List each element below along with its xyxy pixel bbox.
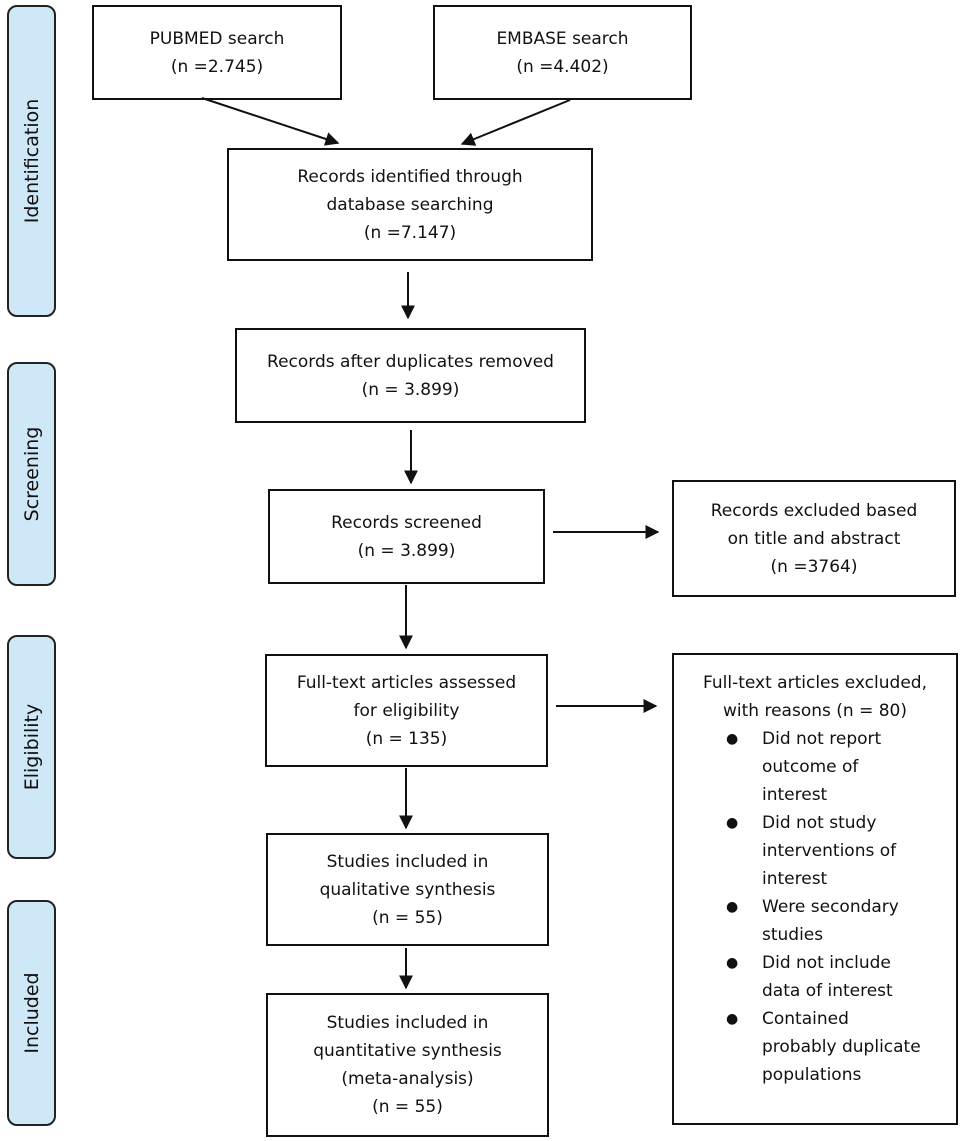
records-identified-line2: database searching	[326, 194, 494, 215]
duplicates-removed-count: (n = 3.899)	[361, 379, 460, 400]
reason-line: Did not study	[762, 813, 877, 833]
exclusion-reason-item: ● Did not report outcome of interest	[674, 725, 956, 809]
records-identified-box: Records identified through database sear…	[227, 148, 593, 261]
fulltext-assessed-line2: for eligibility	[353, 700, 460, 721]
exclusion-reason-item: ● Were secondary studies	[674, 893, 956, 949]
records-screened-label: Records screened	[331, 512, 482, 533]
qualitative-synthesis-line2: qualitative synthesis	[319, 879, 496, 900]
records-excluded-count: (n =3764)	[770, 556, 858, 577]
pubmed-search-label: PUBMED search	[149, 28, 285, 49]
embase-search-label: EMBASE search	[496, 28, 629, 49]
records-screened-box: Records screened (n = 3.899)	[268, 489, 545, 584]
fulltext-excluded-box: Full-text articles excluded, with reason…	[672, 653, 958, 1125]
bullet-icon: ●	[726, 1011, 739, 1027]
exclusion-reason-item: ● Contained probably duplicate populatio…	[674, 1005, 956, 1089]
reason-line: outcome of	[762, 757, 859, 777]
reason-line: interventions of	[762, 841, 897, 861]
stage-screening: Screening	[7, 362, 56, 586]
stage-identification: Identification	[7, 5, 56, 317]
records-identified-count: (n =7.147)	[363, 222, 457, 243]
duplicates-removed-box: Records after duplicates removed (n = 3.…	[235, 328, 586, 423]
fulltext-excluded-reasons-header: with reasons (n = 80)	[723, 701, 907, 721]
fulltext-assessed-box: Full-text articles assessed for eligibil…	[265, 654, 548, 767]
fulltext-assessed-count: (n = 135)	[365, 728, 448, 749]
bullet-icon: ●	[726, 731, 739, 747]
quantitative-synthesis-line2: quantitative synthesis	[313, 1041, 502, 1061]
reason-line: Did not report	[762, 729, 882, 749]
bullet-icon: ●	[726, 815, 739, 831]
reason-line: Did not include	[762, 953, 891, 973]
records-screened-count: (n = 3.899)	[357, 540, 456, 561]
records-excluded-box: Records excluded based on title and abst…	[672, 480, 956, 597]
qualitative-synthesis-count: (n = 55)	[372, 907, 443, 928]
arrow-pubmed-to-identified	[201, 97, 340, 146]
quantitative-synthesis-line3: (meta-analysis)	[341, 1069, 474, 1089]
reason-line: studies	[762, 925, 824, 945]
embase-search-count: (n =4.402)	[516, 56, 609, 77]
records-identified-line1: Records identified through	[297, 166, 523, 187]
quantitative-synthesis-line1: Studies included in	[326, 1013, 489, 1033]
reason-line: interest	[762, 785, 828, 805]
quantitative-synthesis-count: (n = 55)	[372, 1097, 443, 1117]
reason-line: populations	[762, 1065, 862, 1085]
reason-line: interest	[762, 869, 828, 889]
records-excluded-line1: Records excluded based	[710, 500, 918, 521]
exclusion-reason-item: ● Did not study interventions of interes…	[674, 809, 956, 893]
pubmed-search-box: PUBMED search (n =2.745)	[92, 5, 342, 100]
exclusion-reason-item: ● Did not include data of interest	[674, 949, 956, 1005]
reason-line: data of interest	[762, 981, 893, 1001]
bullet-icon: ●	[726, 899, 739, 915]
reason-line: probably duplicate	[762, 1037, 921, 1057]
reason-line: Contained	[762, 1009, 849, 1029]
qualitative-synthesis-line1: Studies included in	[326, 851, 489, 872]
duplicates-removed-label: Records after duplicates removed	[267, 351, 554, 372]
bullet-icon: ●	[726, 955, 739, 971]
fulltext-excluded-title: Full-text articles excluded,	[703, 673, 927, 693]
pubmed-search-count: (n =2.745)	[170, 56, 264, 77]
embase-search-box: EMBASE search (n =4.402)	[433, 5, 692, 100]
qualitative-synthesis-box: Studies included in qualitative synthesi…	[266, 833, 549, 946]
arrow-embase-to-identified	[460, 99, 571, 146]
records-excluded-line2: on title and abstract	[727, 528, 901, 549]
quantitative-synthesis-box: Studies included in quantitative synthes…	[266, 993, 549, 1137]
fulltext-assessed-line1: Full-text articles assessed	[296, 672, 517, 693]
stage-included: Included	[7, 900, 56, 1126]
reason-line: Were secondary	[762, 897, 899, 917]
exclusion-reasons-list: ● Did not report outcome of interest ● D…	[674, 725, 956, 1089]
stage-eligibility: Eligibility	[7, 635, 56, 859]
